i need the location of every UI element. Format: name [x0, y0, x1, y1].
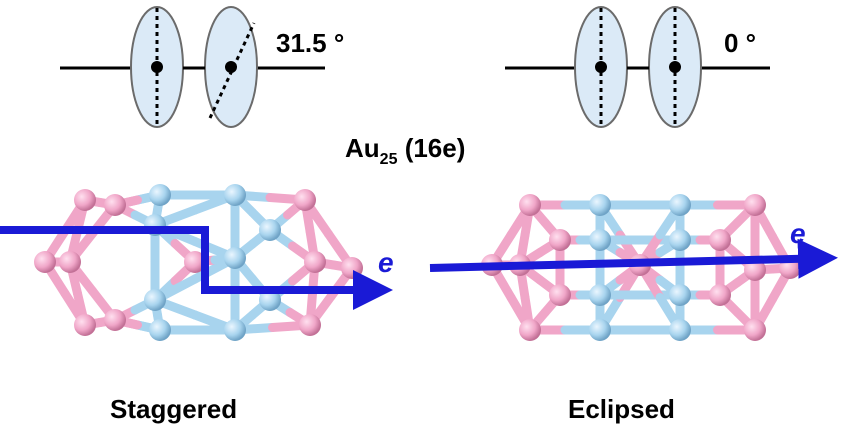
- eclipsed-cluster: [481, 194, 801, 341]
- eclipsed-atom: [669, 284, 691, 306]
- cluster-title-main: Au: [345, 133, 380, 163]
- staggered-atom: [224, 319, 246, 341]
- eclipsed-angle-label: 0 °: [724, 28, 756, 58]
- cluster-title-subscript: 25: [380, 151, 398, 168]
- eclipsed-atom: [519, 194, 541, 216]
- staggered-atom: [104, 194, 126, 216]
- eclipsed-atom: [744, 259, 766, 281]
- eclipsed-atom: [589, 319, 611, 341]
- eclipsed-atom: [744, 194, 766, 216]
- staggered-atom: [149, 319, 171, 341]
- eclipsed-atom: [589, 284, 611, 306]
- staggered-atom: [149, 184, 171, 206]
- staggered-label: Staggered: [110, 394, 237, 424]
- staggered-atom: [304, 251, 326, 273]
- staggered-back-dotted-axis: [208, 22, 256, 119]
- staggered-atom: [74, 189, 96, 211]
- staggered-atom: [59, 251, 81, 273]
- staggered-atom: [259, 219, 281, 241]
- staggered-atom: [299, 314, 321, 336]
- eclipsed-front-center-dot: [595, 61, 607, 73]
- eclipsed-atom: [669, 229, 691, 251]
- staggered-cluster: [34, 184, 363, 341]
- staggered-electron-path: [0, 226, 393, 310]
- eclipsed-electron-label: e: [790, 218, 806, 249]
- eclipsed-atom: [589, 194, 611, 216]
- eclipsed-atom: [549, 229, 571, 251]
- staggered-angle-label: 31.5 °: [276, 28, 344, 58]
- staggered-back-center-dot: [225, 61, 237, 73]
- staggered-atom: [224, 247, 246, 269]
- staggered-atom: [184, 251, 206, 273]
- eclipsed-atom: [669, 194, 691, 216]
- eclipsed-schematic: 0 °: [505, 6, 770, 128]
- staggered-atom: [224, 184, 246, 206]
- eclipsed-atom: [709, 284, 731, 306]
- cluster-title-rest: (16e): [397, 133, 465, 163]
- eclipsed-atom: [589, 229, 611, 251]
- eclipsed-atom: [744, 319, 766, 341]
- staggered-atom: [74, 314, 96, 336]
- eclipsed-atom: [669, 319, 691, 341]
- eclipsed-atom: [549, 284, 571, 306]
- eclipsed-atom: [709, 229, 731, 251]
- staggered-atom: [259, 289, 281, 311]
- staggered-atom: [294, 189, 316, 211]
- staggered-atom: [34, 251, 56, 273]
- cluster-title: Au25 (16e): [345, 133, 465, 168]
- eclipsed-electron-path: [429, 238, 838, 279]
- staggered-electron-label: e: [378, 247, 394, 278]
- staggered-schematic: 31.5 °: [60, 6, 344, 128]
- staggered-front-center-dot: [151, 61, 163, 73]
- staggered-atom: [144, 289, 166, 311]
- staggered-atom: [104, 309, 126, 331]
- staggered-atom: [341, 257, 363, 279]
- eclipsed-atom: [519, 319, 541, 341]
- eclipsed-back-center-dot: [669, 61, 681, 73]
- eclipsed-label: Eclipsed: [568, 394, 675, 424]
